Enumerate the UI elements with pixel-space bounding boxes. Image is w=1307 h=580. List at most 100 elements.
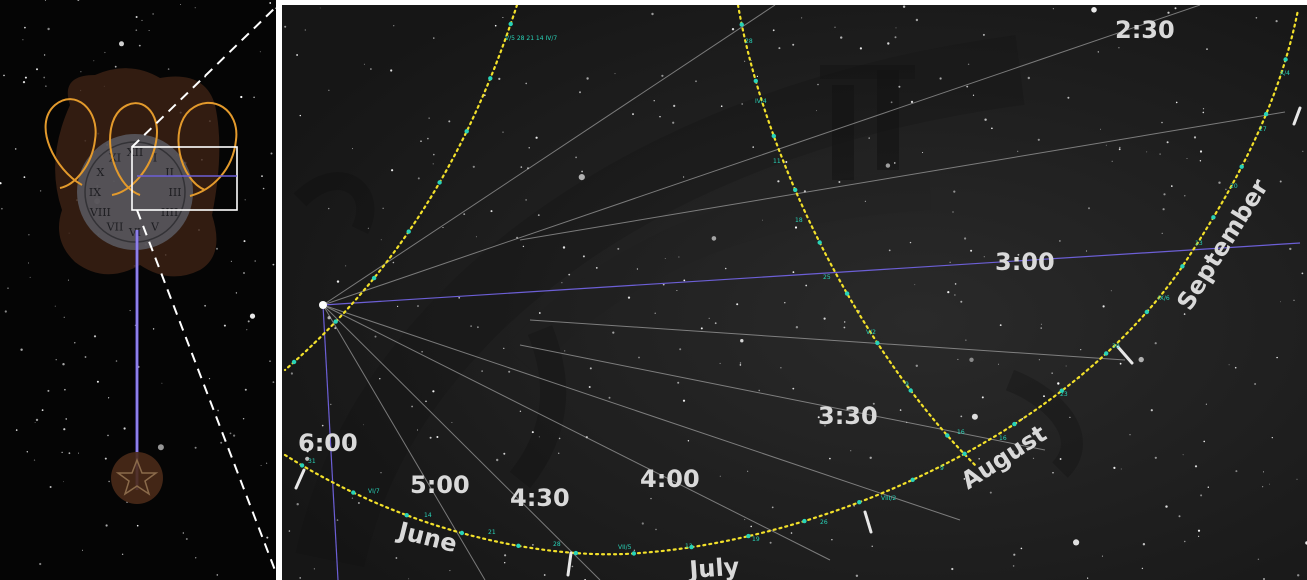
star (41, 409, 44, 411)
star (1279, 180, 1282, 183)
star (758, 389, 760, 392)
star (63, 481, 64, 483)
star (391, 169, 394, 172)
star (105, 524, 108, 527)
star (960, 415, 963, 418)
star (262, 187, 265, 190)
clock-dial-ring (84, 141, 186, 243)
star (296, 54, 298, 56)
star (1051, 372, 1053, 374)
star (947, 291, 950, 294)
star (121, 553, 124, 555)
star (731, 28, 735, 31)
star (859, 47, 863, 50)
star (655, 528, 657, 531)
star (136, 524, 139, 527)
star (217, 409, 220, 412)
star (370, 68, 372, 70)
star (543, 574, 546, 576)
star (47, 27, 50, 31)
star (269, 2, 272, 4)
star (843, 326, 846, 329)
star (24, 26, 26, 29)
star (1178, 515, 1181, 518)
star (1207, 486, 1210, 488)
star (1271, 437, 1273, 439)
star (617, 247, 620, 250)
star (981, 396, 984, 399)
star (1119, 146, 1121, 149)
star (463, 213, 466, 216)
star (508, 370, 511, 373)
star (589, 367, 592, 370)
star (532, 544, 534, 546)
clock-numeral: I (153, 151, 157, 164)
star (39, 562, 42, 566)
star (1067, 96, 1070, 99)
star (1161, 232, 1163, 234)
date-tick-15: 13 (1195, 240, 1203, 247)
star (1038, 359, 1040, 361)
star (817, 416, 820, 419)
hour-line-5-00 (322, 304, 486, 580)
star (1276, 356, 1278, 359)
star (740, 339, 744, 343)
star (915, 18, 919, 22)
star (504, 554, 507, 557)
analemma-loop-middle (109, 102, 158, 196)
ghost-dial-arc (295, 35, 1025, 568)
date-tick-dot (351, 490, 356, 495)
star (336, 280, 340, 283)
date-tick-dot (753, 78, 758, 84)
star (706, 572, 709, 575)
date-tick-dot (291, 359, 297, 365)
analemma-right-branch (736, 5, 977, 467)
star (266, 536, 269, 539)
star (304, 29, 306, 31)
star (724, 267, 727, 270)
star (428, 117, 430, 119)
star (850, 450, 852, 452)
star (420, 140, 422, 142)
star (82, 549, 83, 551)
star (1059, 240, 1061, 242)
star (498, 77, 501, 80)
star (436, 436, 439, 438)
star (504, 562, 506, 564)
ghost-numeral-bar-1 (832, 85, 854, 180)
star (978, 458, 980, 460)
star (363, 424, 364, 426)
date-tick-dot (1104, 351, 1109, 356)
star (104, 51, 106, 54)
star (348, 444, 350, 446)
date-tick-dot (631, 551, 637, 556)
star (914, 284, 916, 286)
star (20, 348, 23, 351)
clock-numeral: V (150, 221, 160, 234)
star (34, 422, 36, 423)
hour-lines (322, 5, 1286, 580)
star (427, 137, 429, 140)
star (503, 452, 506, 455)
clock-numeral: VII (106, 221, 124, 234)
right-branch-tick-7: 16 (957, 429, 965, 436)
star (152, 13, 154, 15)
star (1052, 8, 1054, 10)
star (1194, 465, 1198, 468)
star (367, 227, 369, 229)
pole-star (319, 301, 327, 309)
star (1118, 148, 1121, 151)
star (1091, 7, 1097, 13)
zoom-panel: 31 VI/7 14 21 28 VII/5 12 19 26 VIII/2 9… (282, 5, 1307, 580)
star (1163, 193, 1166, 196)
star (1254, 383, 1257, 385)
star (894, 162, 896, 164)
star (1146, 151, 1148, 153)
star (677, 381, 680, 384)
clock-numeral: VIII (89, 206, 111, 219)
star (220, 441, 223, 444)
star (43, 54, 46, 56)
star (1037, 138, 1040, 141)
star (627, 296, 631, 299)
